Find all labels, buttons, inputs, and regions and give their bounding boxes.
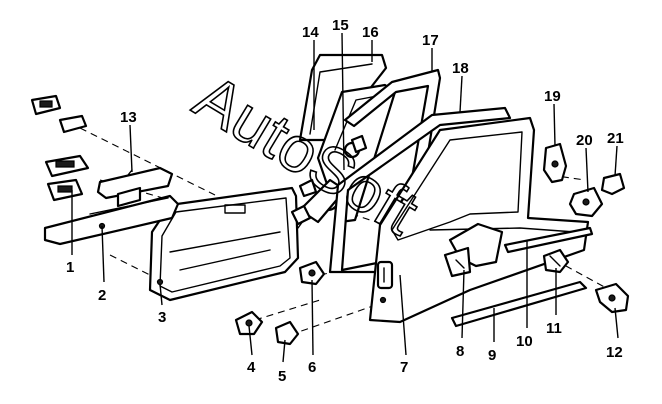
part-2-armrest: [43, 194, 180, 246]
callout-8: 8: [456, 343, 464, 360]
callout-4: 4: [247, 359, 256, 376]
callout-20: 20: [576, 132, 593, 149]
callout-21: 21: [607, 130, 624, 147]
regulator-clips: [290, 134, 368, 226]
leader-lines: [71, 32, 619, 363]
callout-3: 3: [158, 309, 166, 326]
callout-18: 18: [452, 60, 469, 77]
callout-6: 6: [308, 359, 316, 376]
part-9-lower-molding: [450, 280, 588, 328]
callout-5: 5: [278, 368, 286, 385]
part-1-escutcheons: [30, 94, 90, 202]
callout-13: 13: [120, 109, 137, 126]
part-20-lock-actuator: [568, 186, 604, 218]
callout-11: 11: [546, 320, 562, 337]
part-5-lock-knob: [274, 320, 300, 346]
callout-7: 7: [400, 359, 408, 376]
part-19-latch: [542, 142, 568, 184]
callout-labels: 1 2 3 4 5 6 7 8 9 10 11 12 13 14 15 16 1…: [66, 17, 624, 385]
callout-2: 2: [98, 287, 106, 304]
callout-9: 9: [488, 347, 496, 364]
callout-12: 12: [606, 344, 623, 361]
part-6-regulator-handle: [298, 260, 326, 286]
callout-14: 14: [302, 24, 319, 41]
callout-15: 15: [332, 17, 349, 34]
part-3-trim-panel: [148, 186, 300, 302]
part-11-hinge: [542, 248, 570, 274]
callout-19: 19: [544, 88, 561, 105]
callout-17: 17: [422, 32, 439, 49]
part-7-door-shell: [368, 116, 590, 324]
part-21-striker: [600, 172, 626, 196]
part-13-pull-handle: [96, 166, 174, 208]
callout-1: 1: [66, 259, 74, 276]
callout-10: 10: [516, 333, 533, 350]
part-8-outside-handle: [443, 222, 504, 278]
part-12-door-check: [594, 282, 630, 314]
part-4-inside-handle: [234, 310, 264, 336]
callout-16: 16: [362, 24, 379, 41]
